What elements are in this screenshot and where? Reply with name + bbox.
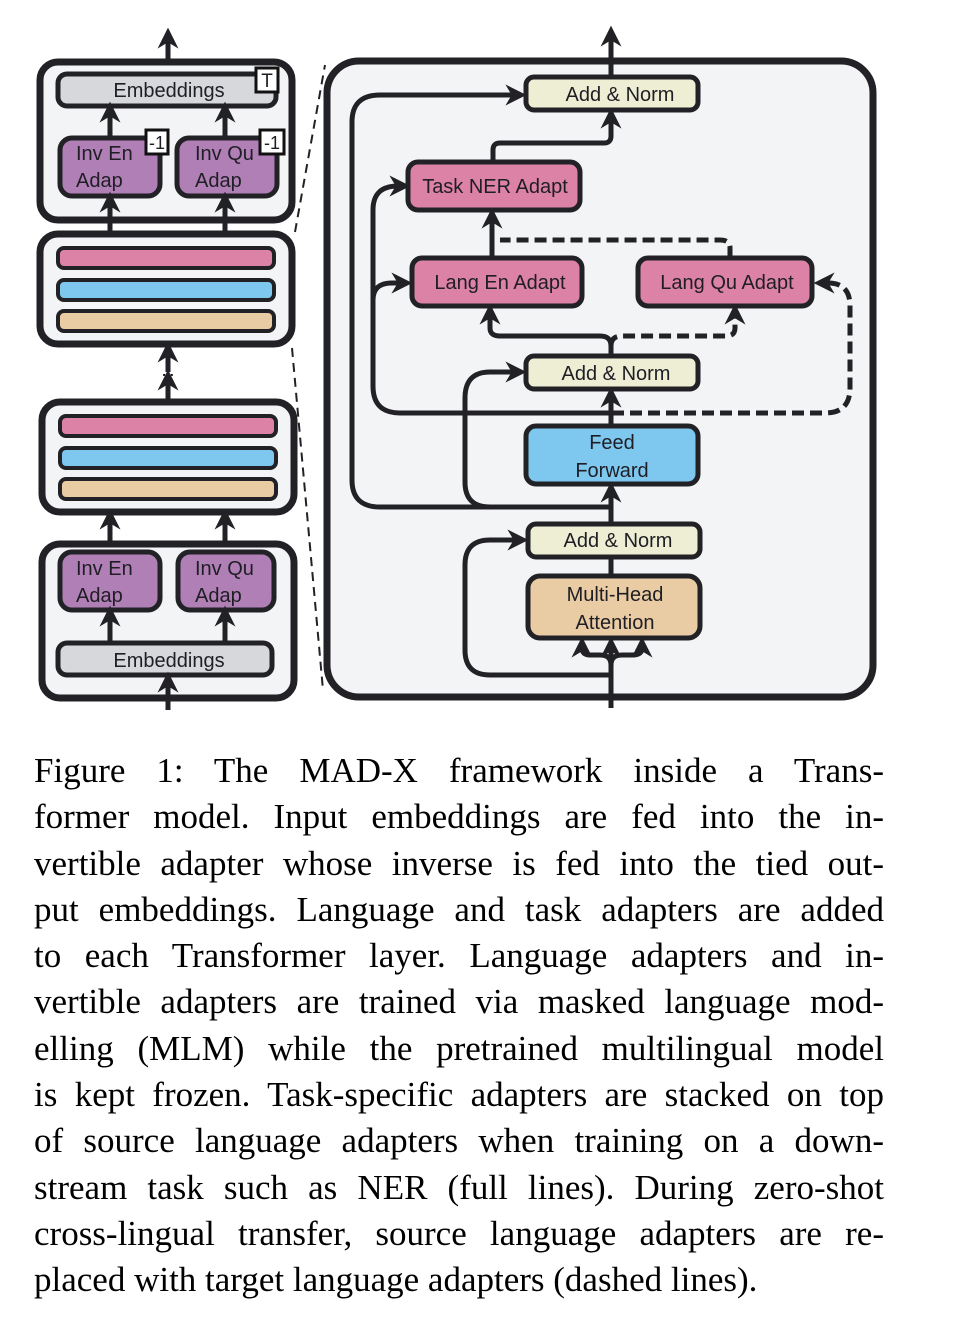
- layer-stripe-adapter: [56, 246, 276, 270]
- inverse-badge-qu-label: -1: [264, 133, 280, 153]
- layer-stripe-feed-forward: [56, 278, 276, 302]
- caption-line: cross-lingual transfer, source language …: [34, 1213, 884, 1253]
- caption-line: vertible adapters are trained via masked…: [34, 982, 884, 1022]
- transformer-layer-bottom: [38, 398, 298, 516]
- inv-qu-adapter-input-line2: Adap: [195, 585, 242, 607]
- transformer-layer-detail: Add & Norm Task NER Adapt Lang En Adapt …: [323, 25, 877, 708]
- caption-line: vertible adapter whose inverse is fed in…: [34, 843, 884, 883]
- attention-line2: Attention: [576, 612, 655, 634]
- inverse-badge-en-label: -1: [149, 133, 165, 153]
- figure-caption: Figure 1: The MAD-X framework inside a T…: [34, 748, 884, 1304]
- feed-forward-line1: Feed: [589, 432, 635, 454]
- zoom-guide-top: [294, 64, 326, 233]
- add-norm-middle-label: Add & Norm: [562, 363, 671, 385]
- caption-line: is kept frozen. Task-specific adapters a…: [34, 1075, 884, 1115]
- mad-x-architecture-diagram: Embeddings T Inv En Adap -1 Inv Qu Adap …: [36, 25, 877, 710]
- transpose-badge: [254, 66, 280, 94]
- transformer-layer-top: [36, 230, 296, 348]
- lang-qu-adapter-label: Lang Qu Adapt: [660, 272, 794, 294]
- inv-qu-adapter-output-line1: Inv Qu: [195, 143, 254, 165]
- transpose-badge-label: T: [261, 71, 273, 92]
- output-embeddings-label: Embeddings: [113, 80, 224, 102]
- layers-ellipsis: ...: [162, 363, 174, 379]
- inv-en-adapter-input-line1: Inv En: [76, 558, 133, 580]
- caption-line: of source language adapters when trainin…: [34, 1121, 884, 1161]
- caption-line: former model. Input embeddings are fed i…: [34, 797, 884, 837]
- add-norm-bottom-label: Add & Norm: [564, 530, 673, 552]
- caption-line: put embeddings. Language and task adapte…: [34, 889, 884, 929]
- inv-qu-adapter-input-line1: Inv Qu: [195, 558, 254, 580]
- inv-en-adapter-input-line2: Adap: [76, 585, 123, 607]
- lang-en-adapter-label: Lang En Adapt: [434, 272, 566, 294]
- task-ner-adapter-label: Task NER Adapt: [422, 176, 568, 198]
- caption-line: placed with target language adapters (da…: [34, 1260, 758, 1300]
- output-embeddings-block: Embeddings T Inv En Adap -1 Inv Qu Adap …: [36, 58, 296, 232]
- caption-line: Figure 1: The MAD-X framework inside a T…: [34, 751, 884, 790]
- layer-stripe-feed-forward: [58, 446, 278, 470]
- inv-en-adapter-output-line2: Adap: [76, 170, 123, 192]
- add-norm-top-label: Add & Norm: [566, 84, 675, 106]
- layer-stripe-attention: [56, 309, 276, 333]
- input-embeddings-label: Embeddings: [113, 650, 224, 672]
- caption-line: to each Transformer layer. Language adap…: [34, 936, 884, 976]
- attention-line1: Multi-Head: [567, 584, 664, 606]
- inverse-badge-qu: [258, 128, 286, 156]
- caption-line: stream task such as NER (full lines). Du…: [34, 1167, 884, 1207]
- inv-en-adapter-output-line1: Inv En: [76, 143, 133, 165]
- inverse-badge-en: [144, 128, 170, 156]
- caption-line: elling (MLM) while the pretrained multil…: [34, 1028, 884, 1068]
- feed-forward-line2: Forward: [575, 460, 648, 482]
- layer-stripe-attention: [58, 477, 278, 501]
- input-embeddings-block: Inv En Adap Inv Qu Adap Embeddings: [38, 540, 298, 702]
- inv-qu-adapter-output-line2: Adap: [195, 170, 242, 192]
- zoom-guide-bottom: [291, 347, 324, 691]
- layer-stripe-adapter: [58, 414, 278, 438]
